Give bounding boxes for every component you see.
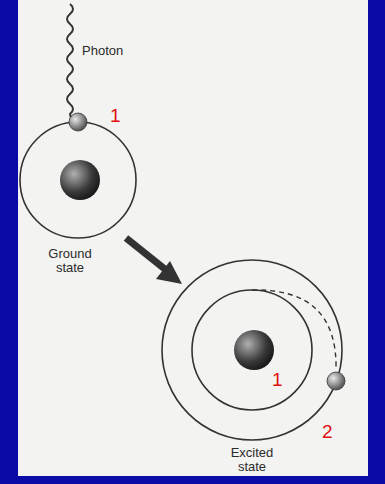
- callout-number: 2: [322, 422, 333, 441]
- nucleus: [234, 330, 274, 370]
- transition-arrow: [126, 238, 166, 270]
- photon-wave: [67, 4, 73, 122]
- state-label: Ground state: [42, 247, 98, 275]
- electron: [69, 113, 87, 131]
- electron-path: [252, 290, 336, 370]
- arrow-head: [156, 261, 182, 284]
- inner-orbit: [192, 290, 312, 410]
- ground-orbit: [20, 122, 136, 238]
- callout-number: 1: [110, 106, 121, 125]
- photon-label: Photon: [82, 44, 123, 58]
- nucleus: [60, 160, 100, 200]
- outer-orbit: [162, 260, 342, 440]
- callout-number: 1: [272, 370, 283, 389]
- electron: [327, 372, 345, 390]
- state-label: Excited state: [222, 446, 282, 474]
